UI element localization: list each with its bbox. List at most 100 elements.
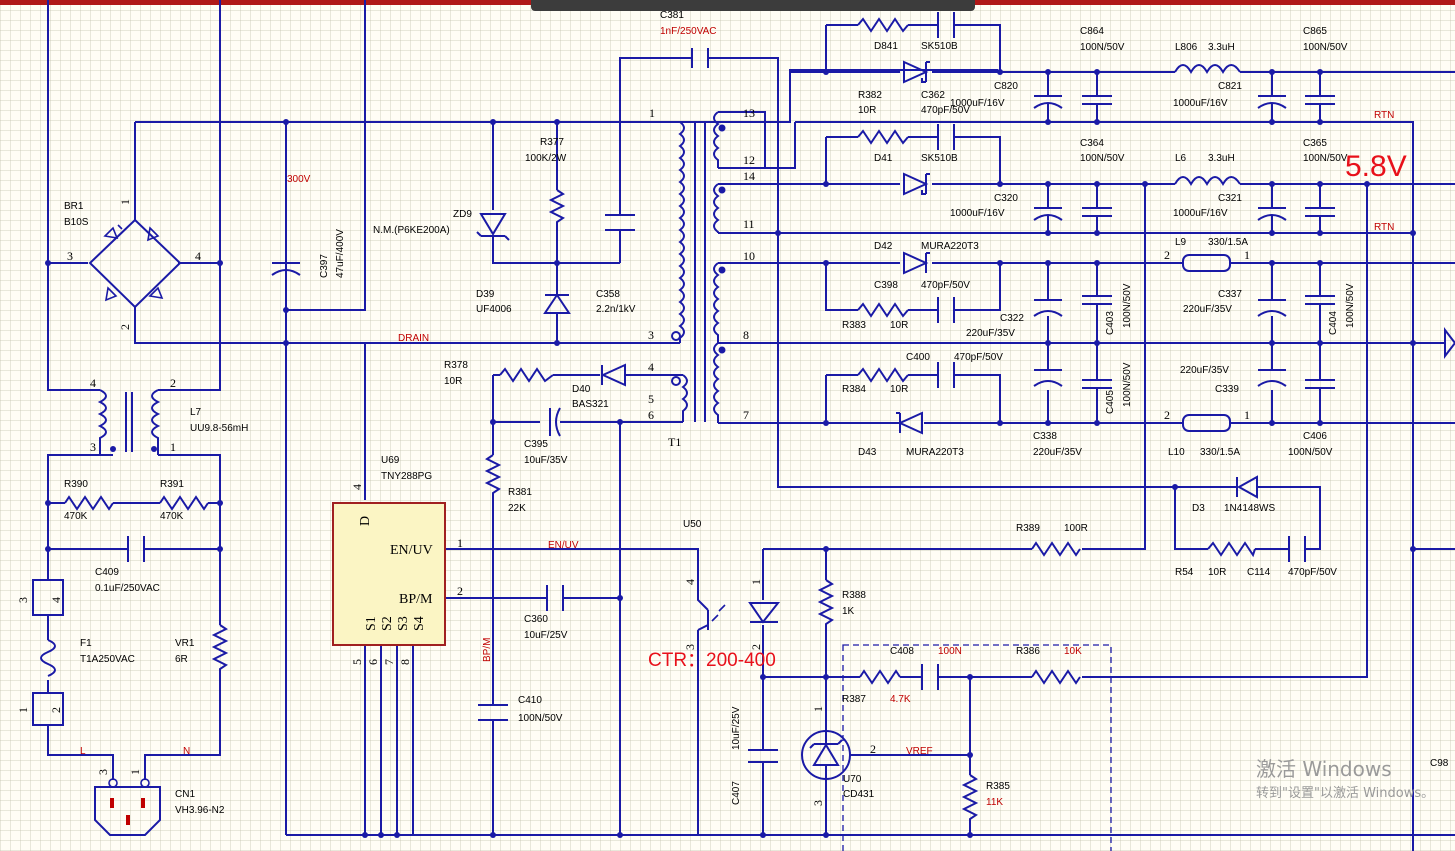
resistor-r386[interactable] [1031,669,1081,685]
pin-number-br_1: 1 [118,199,132,205]
u70-ref: U70 [843,774,862,785]
l9-ref: L9 [1175,237,1187,248]
capacitor-c337[interactable] [1257,299,1287,387]
resistor-r382[interactable] [857,17,909,33]
c403-ref: C403 [1105,311,1116,335]
svg-text:激活 Windows: 激活 Windows [1256,757,1392,781]
varistor-vr1[interactable] [211,624,229,680]
c397-ref: C397 [319,254,330,278]
c320-value: 1000uF/16V [950,208,1005,219]
shunt-regulator-u70[interactable] [801,730,851,780]
d3-ref: D3 [1192,503,1205,514]
capacitor-c362[interactable] [937,12,955,38]
capacitor-c360[interactable] [546,585,564,611]
resistor-r384[interactable] [857,367,909,383]
capacitor-c381[interactable] [691,48,709,68]
inductor-l806[interactable] [1174,64,1241,75]
diode-d841[interactable] [903,60,930,84]
capacitor-c398[interactable] [937,297,955,323]
inductor-l6[interactable] [1174,176,1241,187]
c358-ref: C358 [596,289,620,300]
c821-ref: C821 [1218,81,1242,92]
zener-zd9[interactable] [476,213,510,241]
common-mode-choke-l7[interactable] [97,389,161,455]
diode-d41[interactable] [903,172,930,196]
diode-d3[interactable] [1236,475,1258,499]
capacitor-c41[interactable] [937,124,955,150]
r386-ref: R386 [1016,646,1040,657]
resistor-r385[interactable] [961,774,979,820]
capacitor-c114[interactable] [1288,536,1306,562]
c820-value: 1000uF/16V [950,98,1005,109]
resistor-r391[interactable] [159,495,209,511]
resistor-r388[interactable] [817,579,835,632]
resistor-r387[interactable] [859,669,901,685]
inductor-l9[interactable] [1182,254,1231,272]
capacitor-c404[interactable] [1305,295,1335,389]
resistor-r390[interactable] [64,495,114,511]
r377-ref: R377 [540,137,564,148]
pin-number-f_1: 1 [16,707,30,713]
l6-ref: L6 [1175,153,1187,164]
toolbar-handle[interactable] [531,0,975,11]
pin-number-l7_4: 4 [90,376,96,390]
bridge-rectifier[interactable] [88,218,182,309]
capacitor-c821[interactable] [1257,95,1287,109]
pin-number-br_2: 2 [118,324,132,330]
r382-value: 10R [858,105,876,116]
c398-value: 470pF/50V [921,280,970,291]
resistor-r54[interactable] [1207,541,1256,558]
inductor-l10[interactable] [1182,414,1231,432]
capacitor-c410[interactable] [478,704,508,721]
capacitor-c408[interactable] [921,664,939,690]
pin-number-t1_10: 10 [743,249,755,263]
diode-d42[interactable] [903,251,930,275]
resistor-r389[interactable] [1031,541,1081,557]
capacitor-c395[interactable] [549,407,561,437]
capacitor-c409[interactable] [127,536,145,562]
c365-value: 100N/50V [1303,153,1348,164]
capacitor-c820[interactable] [1033,95,1063,109]
diode-d39[interactable] [543,293,571,314]
zd9-ref: ZD9 [453,209,472,220]
c321-ref: C321 [1218,193,1242,204]
diode-d40[interactable] [600,363,626,387]
capacitor-c321[interactable] [1257,207,1287,221]
optocoupler-u50[interactable] [697,590,781,631]
pin-number-t1_3: 3 [648,328,654,342]
capacitor-c320[interactable] [1033,207,1063,221]
resistor-r378[interactable] [499,367,554,383]
r54-ref: R54 [1175,567,1194,578]
resistor-r383[interactable] [857,302,909,318]
resistor-r41[interactable] [857,129,909,145]
connector-cn1[interactable] [94,778,161,836]
capacitor-c364[interactable] [1082,207,1112,217]
l6-value: 3.3uH [1208,153,1235,164]
fuse-f1[interactable] [32,579,64,726]
c98-ref: C98 [1430,758,1449,769]
d42-value: MURA220T3 [921,241,979,252]
capacitor-c365[interactable] [1305,207,1335,217]
capacitor-c403[interactable] [1082,295,1112,389]
capacitor-c322[interactable] [1033,299,1063,387]
resistor-r381[interactable] [484,454,502,500]
ic-u69[interactable] [332,502,446,646]
capacitor-c864[interactable] [1082,95,1112,105]
capacitor-c400[interactable] [937,362,955,388]
capacitor-c407[interactable] [748,749,778,763]
vr1-value: 6R [175,654,188,665]
capacitor-c397[interactable] [271,262,301,276]
diode-d43[interactable] [896,411,923,435]
l10-ref: L10 [1168,447,1185,458]
c364-value: 100N/50V [1080,153,1125,164]
resistor-r377[interactable] [548,189,566,228]
pin-number-u50_4: 4 [683,579,697,585]
r389-ref: R389 [1016,523,1040,534]
c339-ref: C339 [1215,384,1239,395]
u50-ref: U50 [683,519,702,530]
wires [47,0,1455,851]
capacitor-c358[interactable] [605,214,635,231]
transformer-t1[interactable] [671,111,726,423]
capacitor-c865[interactable] [1305,95,1335,105]
